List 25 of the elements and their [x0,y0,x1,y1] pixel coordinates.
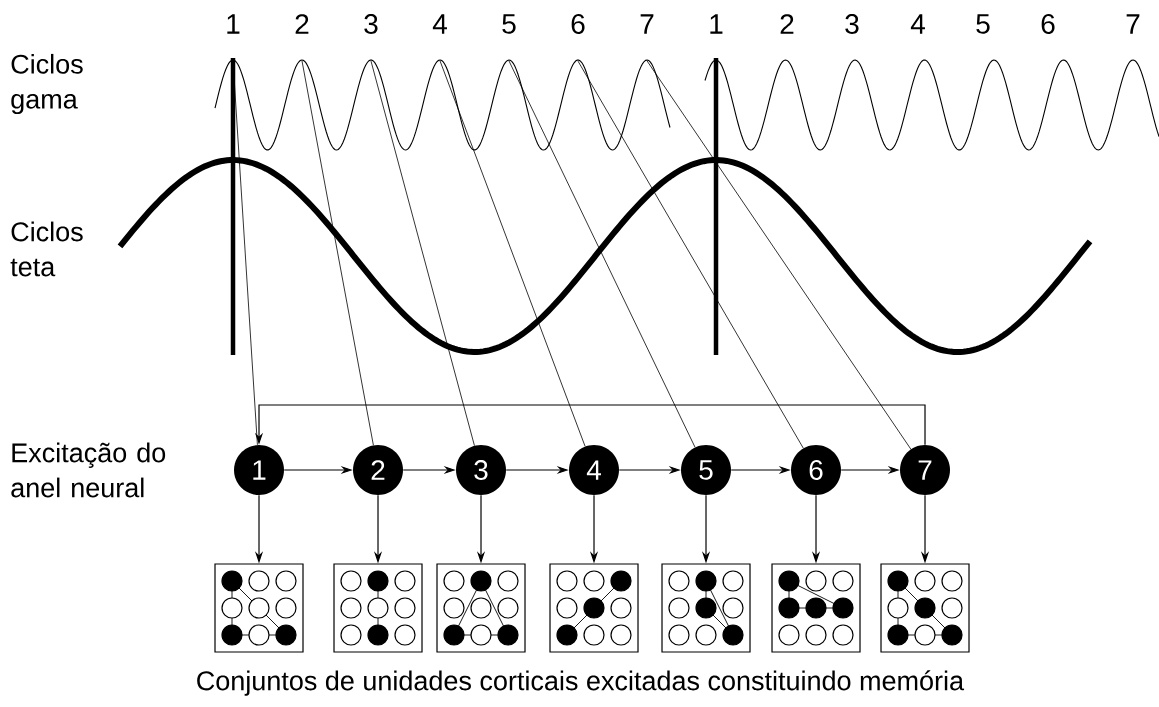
cycle-number: 4 [910,14,925,34]
cycle-number: 5 [502,14,516,34]
cycle-number: 3 [364,14,378,34]
dot-grid-drawing [880,563,970,653]
dot-grid-drawing [549,563,639,653]
cycle-number: 1 [710,14,723,34]
cycle-number: 6 [1041,14,1055,34]
dot-grid-drawing [661,563,751,653]
cycle-number: 6 [571,14,585,34]
dot-grid-drawing [333,563,423,653]
cycle-number: 4 [432,14,447,34]
cycle-number: 7 [640,14,654,34]
dot-grid-drawing [771,563,861,653]
dot-grid-drawing [214,563,304,653]
cycle-number: 2 [780,14,794,34]
dot-grid-drawing [436,563,526,653]
cycle-number: 3 [845,14,859,34]
caption: Conjuntos de unidades corticais excitadas constituindo memória [197,670,965,696]
cycle-number: 1 [227,14,240,34]
cycle-number: 7 [1126,14,1140,34]
row-label: Ciclos gama [11,53,83,115]
row-label: Excitação do anel neural [11,442,166,498]
cycle-number: 2 [295,14,309,34]
cycle-number: 5 [976,14,990,34]
row-label: Ciclos teta [10,221,83,277]
